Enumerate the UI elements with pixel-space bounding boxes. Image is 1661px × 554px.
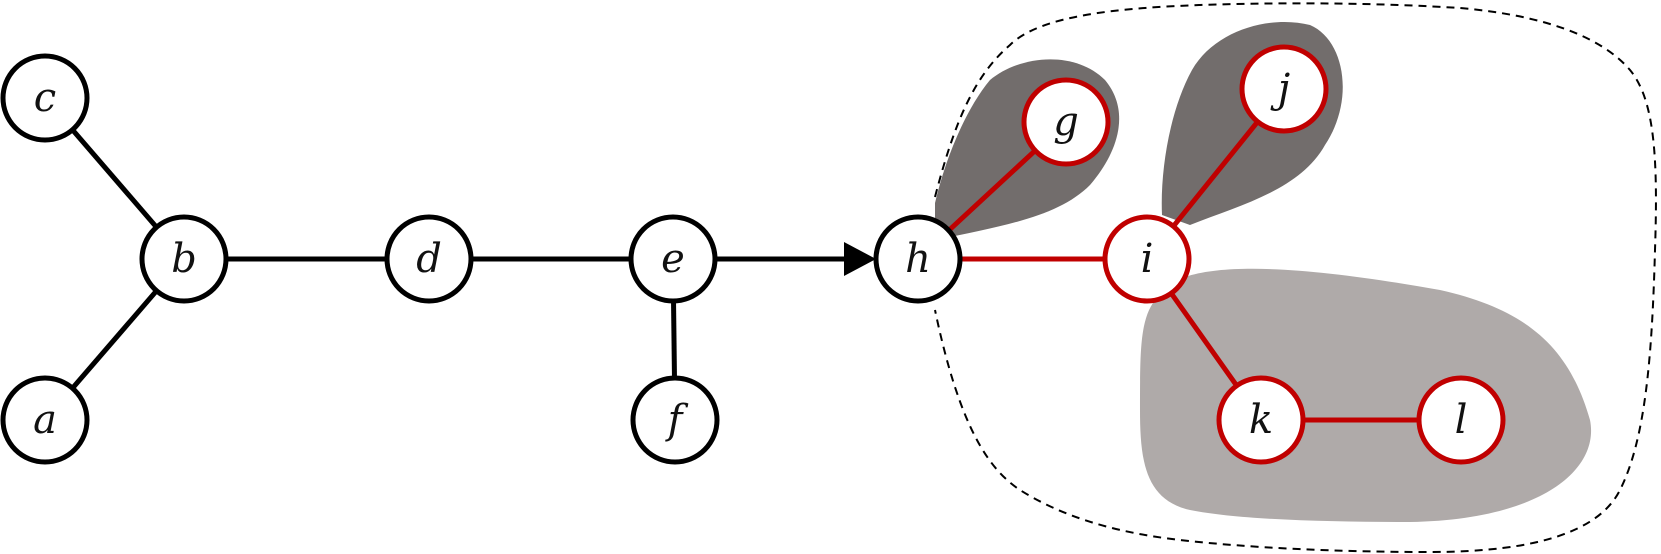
node-d-label: d [416, 236, 442, 282]
edge-e-f [671, 300, 677, 379]
node-b: b [139, 214, 229, 304]
node-j: j [1239, 44, 1329, 134]
nodes: a b c d e f h g i j k l [0, 44, 1506, 465]
node-h: h [873, 214, 963, 304]
node-h-circle [873, 214, 963, 304]
edge-i-j [1171, 120, 1260, 228]
node-i-circle [1102, 214, 1192, 304]
node-d-circle [384, 214, 474, 304]
node-g: g [1021, 77, 1111, 167]
node-j-circle [1239, 44, 1329, 134]
node-c: c [0, 53, 90, 143]
region-kl [1140, 268, 1592, 522]
node-f: f [630, 375, 720, 465]
node-b-circle [139, 214, 229, 304]
edge-c-b [70, 128, 159, 229]
node-k-label: k [1249, 397, 1273, 443]
node-d: d [384, 214, 474, 304]
node-i: i [1102, 214, 1192, 304]
edge-a-b [70, 289, 159, 390]
node-e-circle [628, 214, 718, 304]
node-e: e [628, 214, 718, 304]
node-b-label: b [171, 236, 197, 282]
node-g-circle [1021, 77, 1111, 167]
node-k-circle [1216, 375, 1306, 465]
node-l: l [1416, 375, 1506, 465]
edge-e-h-arrowhead [844, 242, 876, 276]
edges [70, 120, 1419, 423]
edge-i-k [1169, 291, 1239, 388]
node-k: k [1216, 375, 1306, 465]
node-c-label: c [34, 75, 56, 121]
node-a-label: a [33, 397, 57, 443]
region-j [1161, 22, 1343, 225]
node-l-circle [1416, 375, 1506, 465]
node-h-label: h [905, 236, 931, 282]
node-f-circle [630, 375, 720, 465]
node-i-label: i [1141, 236, 1154, 282]
node-a-circle [0, 375, 90, 465]
edge-h-g [947, 148, 1037, 233]
node-l-label: l [1455, 397, 1468, 443]
node-e-label: e [661, 236, 685, 282]
node-g-label: g [1053, 99, 1079, 145]
node-a: a [0, 375, 90, 465]
node-c-circle [0, 53, 90, 143]
dashed-boundary [934, 2, 1657, 554]
